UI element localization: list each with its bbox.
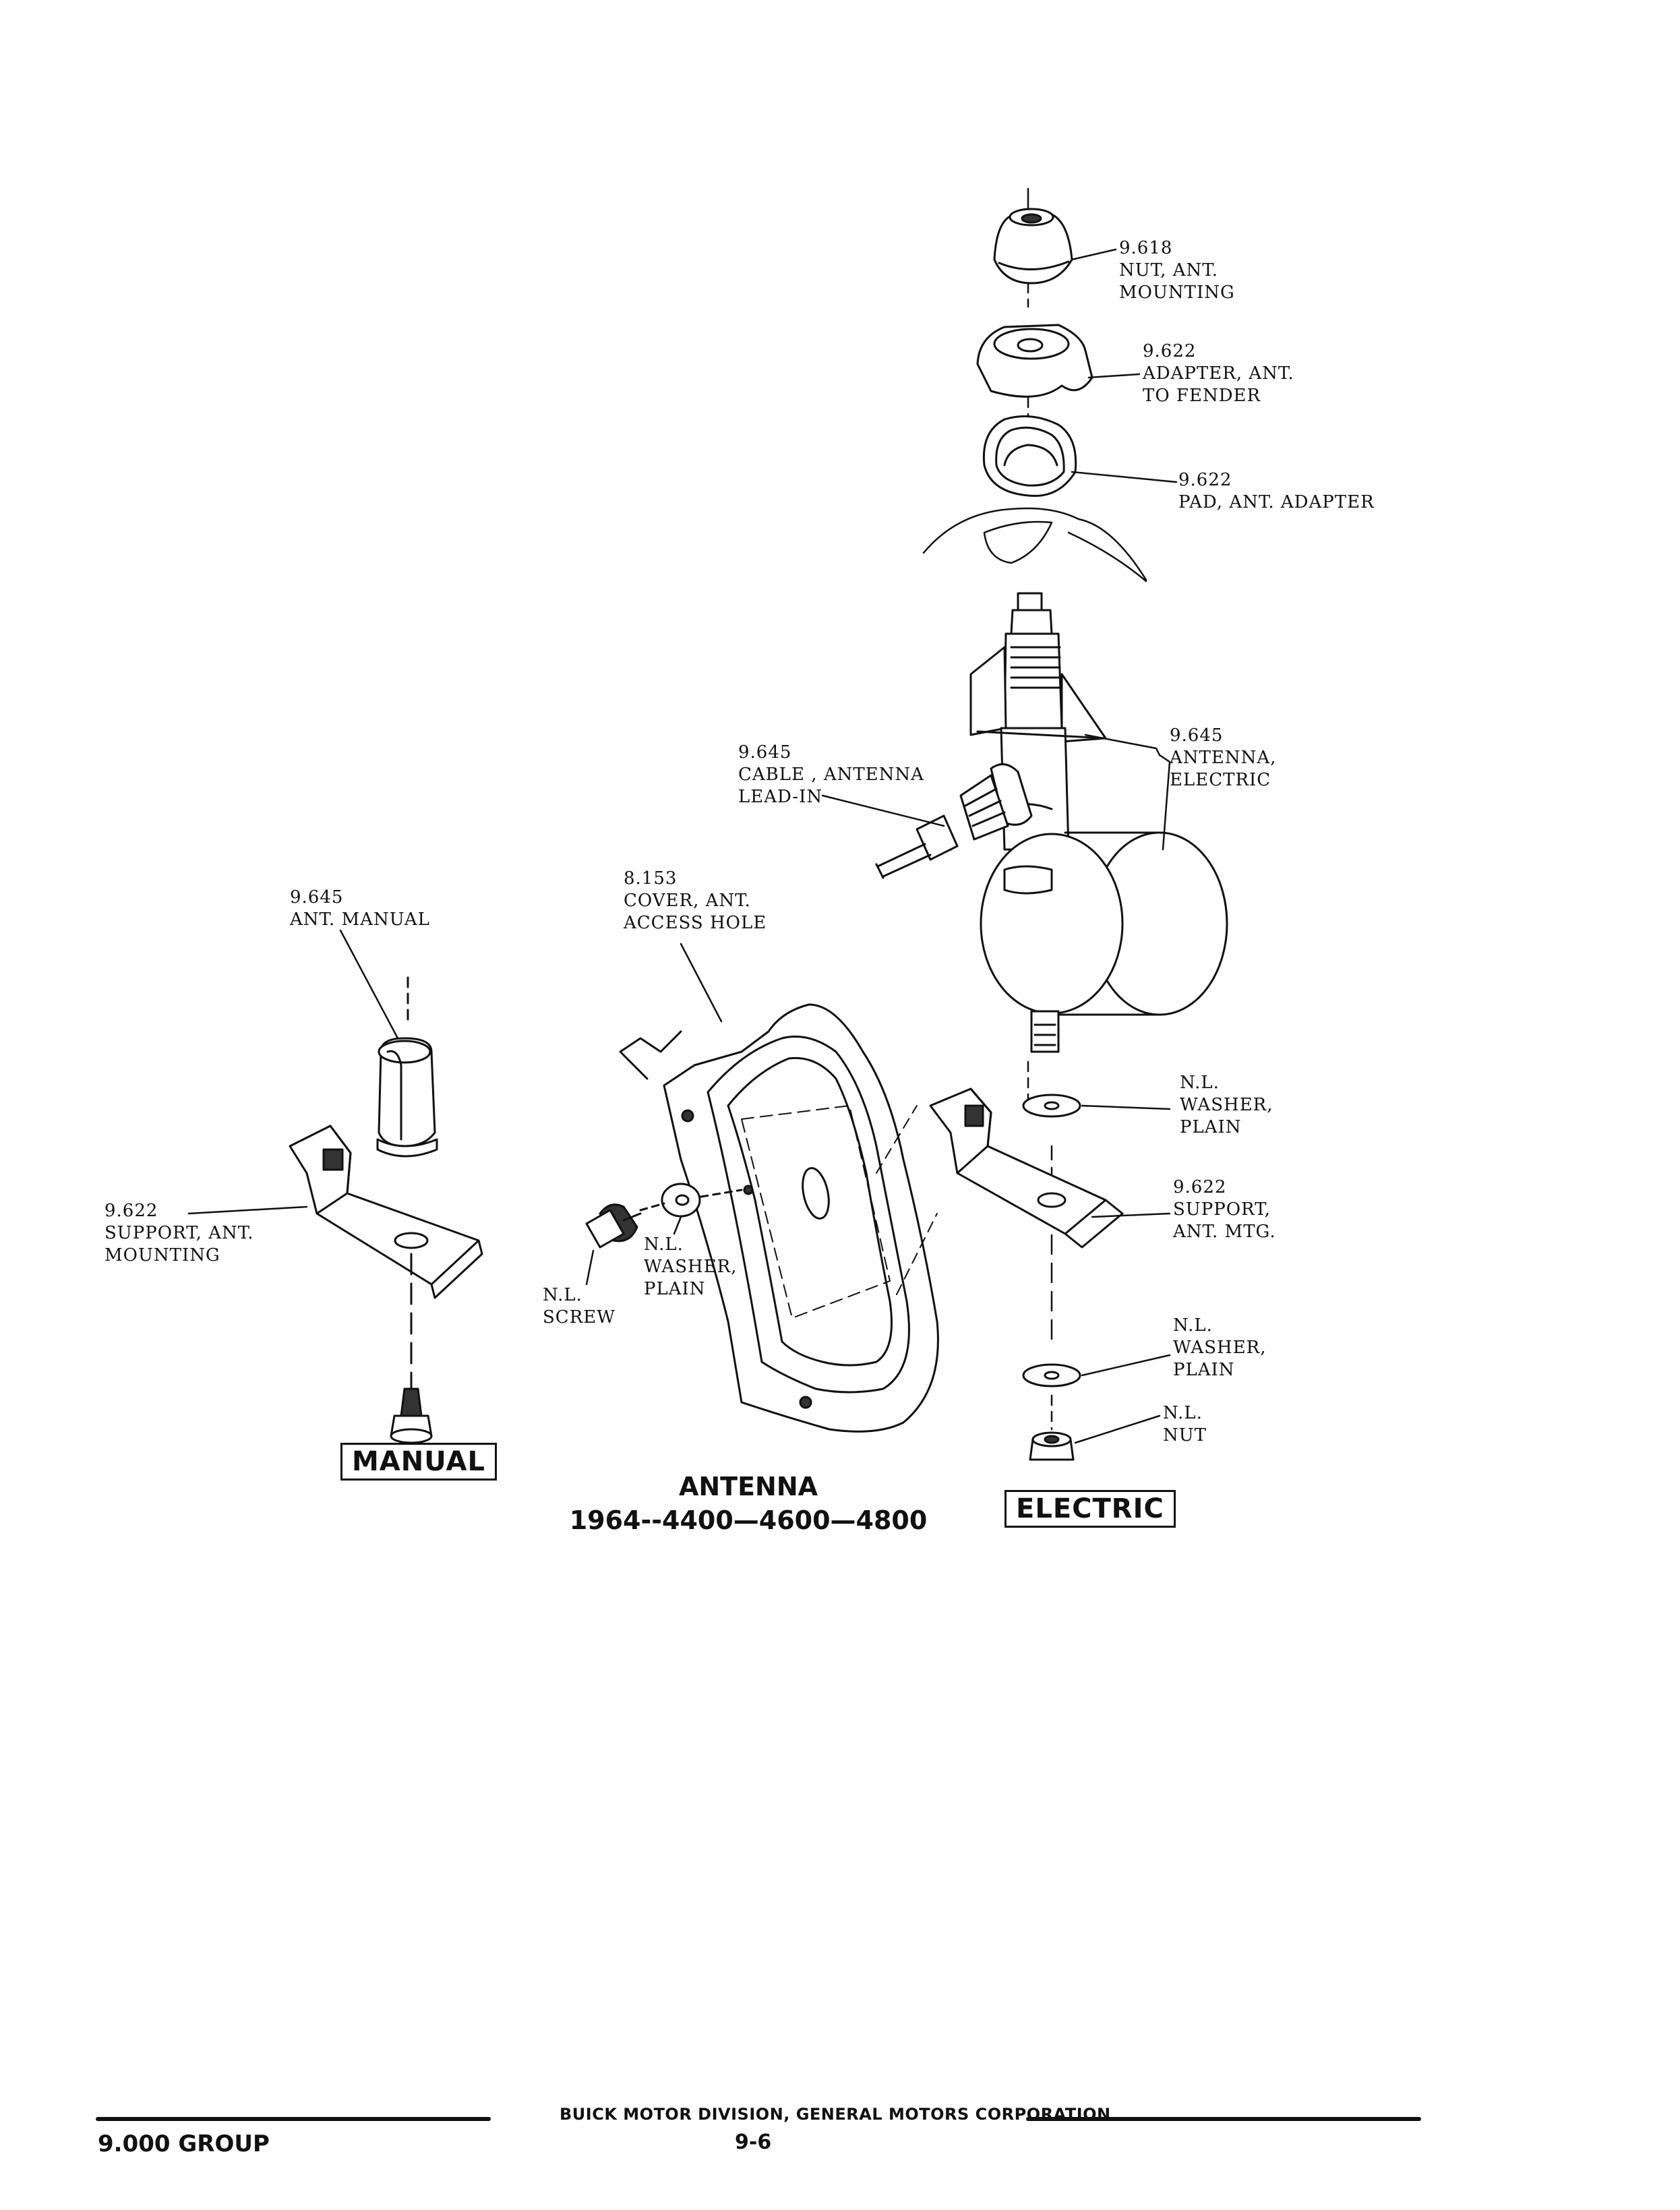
footer-group: 9.000 GROUP (98, 2130, 270, 2157)
footer-page-number: 9-6 (735, 2130, 772, 2154)
label-washer-lower: N.L.WASHER,PLAIN (1173, 1315, 1267, 1380)
label-nut-lower: N.L.NUT (1163, 1403, 1207, 1445)
electric-box-label: ELECTRIC (1004, 1490, 1176, 1528)
manual-screw-part (390, 1387, 433, 1444)
nut-lower-part (1029, 1431, 1075, 1461)
support-mounting-part (289, 1125, 483, 1390)
cover-access-part (619, 1003, 939, 1433)
label-screw: N.L.SCREW (543, 1285, 616, 1327)
manual-antenna-part (376, 976, 438, 1158)
cable-leadin-part (875, 763, 1033, 879)
pad-adapter-part (982, 415, 1077, 498)
adapter-fender-part (976, 324, 1093, 398)
label-washer-mid: N.L.WASHER,PLAIN (644, 1234, 738, 1299)
electric-antenna-body (969, 592, 1228, 1053)
label-washer-upper: N.L.WASHER,PLAIN (1180, 1073, 1273, 1137)
nut-mounting-part (993, 208, 1073, 285)
fender-edge (922, 507, 1147, 583)
support-mtg-part (929, 1087, 1124, 1249)
screw-part (585, 1203, 642, 1249)
washer-upper-part (1022, 1094, 1081, 1118)
footer-division: BUICK MOTOR DIVISION, GENERAL MOTORS COR… (560, 2105, 1111, 2124)
leader-lines (187, 248, 1178, 1444)
manual-box-label: MANUAL (340, 1443, 497, 1481)
washer-mid-part (661, 1183, 701, 1218)
washer-lower-part (1022, 1363, 1081, 1387)
